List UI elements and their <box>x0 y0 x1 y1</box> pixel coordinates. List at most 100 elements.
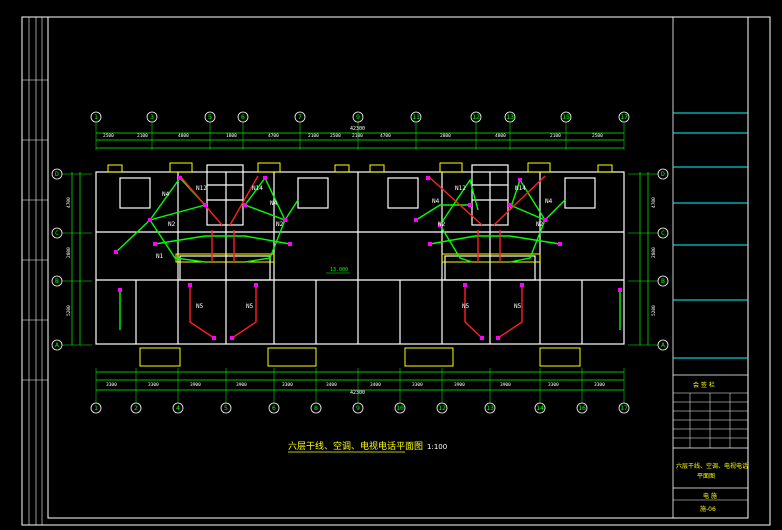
room-label: N2 <box>536 221 544 228</box>
bottom-axis-bubble: 12 <box>436 402 448 414</box>
bottom-axis-bubble-label: 13 <box>486 404 494 412</box>
top-axis-bubble: 11 <box>410 111 422 123</box>
room-label: N14 <box>252 185 263 192</box>
bottom-axis-bubble: 6 <box>268 402 280 414</box>
outlet-marker <box>188 283 192 287</box>
bottom-axis-bubble: 16 <box>576 402 588 414</box>
top-dim-text: 4800 <box>178 133 189 139</box>
right-axis-bubble-label: B <box>661 277 665 285</box>
top-axis-bubble: 9 <box>352 111 364 123</box>
bottom-dim-text: 3900 <box>190 382 201 388</box>
top-axis-bubble-label: 12 <box>472 113 480 121</box>
left-axis-bubble: D <box>51 168 63 180</box>
room-label: N5 <box>196 303 204 310</box>
bottom-axis-bubble-label: 12 <box>438 404 446 412</box>
bottom-total-dim: 42300 <box>350 390 365 396</box>
top-axis-bubble: 13 <box>504 111 516 123</box>
top-axis-bubble: 12 <box>470 111 482 123</box>
conduits-red <box>179 175 546 339</box>
top-dim-text: 1800 <box>226 133 237 139</box>
title-block-line5: 施-06 <box>700 506 716 513</box>
level-mark: 13.000 <box>330 267 348 273</box>
bottom-dim-text: 3300 <box>548 382 559 388</box>
room-label: N14 <box>515 185 526 192</box>
left-dim-text: 5200 <box>66 305 72 316</box>
bottom-dim-text: 3900 <box>236 382 247 388</box>
left-axis-bubble: A <box>51 339 63 351</box>
top-axis-bubble-label: 17 <box>620 113 628 121</box>
outlet-marker <box>283 218 287 222</box>
top-dim-text: 2100 <box>137 133 148 139</box>
bottom-dim-text: 3300 <box>412 382 423 388</box>
room-label: N4 <box>545 198 553 205</box>
outlet-marker <box>118 288 122 292</box>
room-label: N5 <box>462 303 470 310</box>
top-dim-text: 2500 <box>330 133 341 139</box>
outlet-marker <box>438 223 442 227</box>
bottom-axis-bubble-label: 5 <box>224 404 228 412</box>
top-dim-text: 4700 <box>268 133 279 139</box>
top-axis-bubble-label: 15 <box>562 113 570 121</box>
top-axis-bubble-label: 1 <box>94 113 98 121</box>
outlet-marker <box>508 203 512 207</box>
bottom-axis-bubble-label: 6 <box>272 404 276 412</box>
room-label: N5 <box>246 303 254 310</box>
bottom-dim-text: 3300 <box>106 382 117 388</box>
room-label: N5 <box>514 303 522 310</box>
bottom-axis-bubble: 13 <box>484 402 496 414</box>
bottom-axis-bubble-label: 16 <box>578 404 586 412</box>
top-total-dim: 42300 <box>350 126 365 132</box>
top-dim-text: 2100 <box>352 133 363 139</box>
outlets <box>114 176 622 340</box>
outlet-marker <box>230 336 234 340</box>
outlet-marker <box>518 178 522 182</box>
outlet-marker <box>263 176 267 180</box>
bottom-dim-text: 3900 <box>500 382 511 388</box>
left-axis-bubble-label: B <box>55 277 59 285</box>
top-axis-bubble-label: 5 <box>208 113 212 121</box>
right-dim-text: 4700 <box>651 197 657 208</box>
bottom-axis-bubble: 2 <box>130 402 142 414</box>
outlet-marker <box>496 336 500 340</box>
outlet-marker <box>243 203 247 207</box>
bottom-dim-text: 3400 <box>326 382 337 388</box>
outlet-marker <box>520 283 524 287</box>
room-label: N4 <box>162 191 170 198</box>
right-axis-bubble-label: D <box>661 170 665 178</box>
outlet-marker <box>426 176 430 180</box>
top-axis-bubble: 5 <box>204 111 216 123</box>
right-axis-bubble: D <box>657 168 669 180</box>
top-dim-text: 2800 <box>440 133 451 139</box>
left-axis-bubble-label: A <box>55 341 59 349</box>
left-axis-bubble-label: C <box>55 229 59 237</box>
top-axis-bubble-label: 7 <box>298 113 302 121</box>
outlet-marker <box>178 176 182 180</box>
top-dimension-lines <box>96 132 624 149</box>
top-axis-bubble: 3 <box>146 111 158 123</box>
side-dimension-lines <box>71 172 649 345</box>
bottom-axis-bubble: 9 <box>352 402 364 414</box>
outlet-marker <box>148 218 152 222</box>
right-axis-bubble-label: C <box>661 229 665 237</box>
outlet-marker <box>463 283 467 287</box>
outlet-marker <box>428 242 432 246</box>
right-dim-text: 5200 <box>651 305 657 316</box>
bottom-dim-text: 3400 <box>370 382 381 388</box>
top-dim-text: 4700 <box>380 133 391 139</box>
bottom-axis-bubble-label: 4 <box>176 404 180 412</box>
top-dim-text: 2100 <box>550 133 561 139</box>
right-axis-bubble: B <box>657 275 669 287</box>
top-dim-text: 2500 <box>592 133 603 139</box>
outlet-marker <box>212 336 216 340</box>
top-axis-bubble-label: 6 <box>241 113 245 121</box>
top-axis-bubble-label: 13 <box>506 113 514 121</box>
top-axis-bubble-label: 9 <box>356 113 360 121</box>
top-axis-bubble-label: 11 <box>412 113 420 121</box>
left-axis-bubble-label: D <box>55 170 59 178</box>
bottom-axis-bubble: 10 <box>394 402 406 414</box>
room-label: N2 <box>276 221 284 228</box>
left-axis-bubble: B <box>51 275 63 287</box>
outlet-marker <box>468 203 472 207</box>
drawing-title-text: 六层干线、空调、电视电话平面图 <box>288 442 424 452</box>
